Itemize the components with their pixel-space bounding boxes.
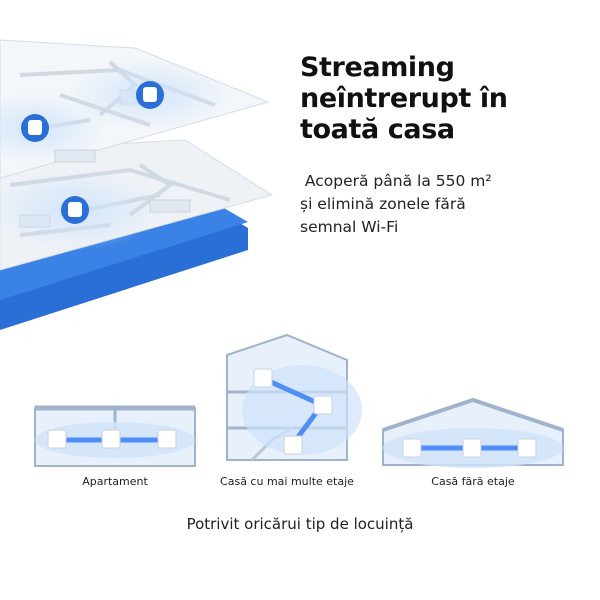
multi-floor-illustration xyxy=(226,333,362,462)
subtext-line: semnal Wi-Fi xyxy=(300,218,399,236)
mesh-unit-icon xyxy=(47,429,67,449)
subtext-line: și elimină zonele fără xyxy=(300,195,466,213)
subtext-line: Acoperă până la 550 m² xyxy=(300,172,492,190)
single-floor-panel: Casă fără etaje xyxy=(378,330,568,490)
mesh-unit-icon xyxy=(157,429,177,449)
headline: Streaming neîntrerupt în toată casa xyxy=(300,52,590,145)
mesh-unit-icon xyxy=(402,438,422,458)
apartment-illustration xyxy=(34,405,196,467)
mesh-unit-icon xyxy=(313,395,333,415)
hero-floorplan-illustration xyxy=(0,0,290,330)
footer-caption: Potrivit oricărui tip de locuință xyxy=(186,515,414,533)
mesh-unit-icon xyxy=(61,196,89,224)
house-type-label: Apartament xyxy=(82,475,148,488)
headline-line: toată casa xyxy=(300,114,455,145)
headline-line: neîntrerupt în xyxy=(300,83,508,114)
coverage-description: Acoperă până la 550 m² și elimină zonele… xyxy=(300,170,590,239)
headline-line: Streaming xyxy=(300,52,455,83)
mesh-unit-icon xyxy=(462,438,482,458)
mesh-unit-icon xyxy=(283,435,303,455)
multi-floor-panel: Casă cu mai multe etaje xyxy=(212,330,362,490)
mesh-unit-icon xyxy=(253,368,273,388)
floorplan-svg xyxy=(0,39,274,330)
mesh-unit-icon xyxy=(21,114,49,142)
house-type-label: Casă cu mai multe etaje xyxy=(220,475,354,488)
house-type-label: Casă fără etaje xyxy=(431,475,515,488)
mesh-unit-icon xyxy=(517,438,537,458)
mesh-unit-icon xyxy=(136,81,164,109)
apartment-panel: Apartament xyxy=(30,330,200,490)
single-floor-illustration xyxy=(382,397,564,468)
mesh-unit-icon xyxy=(101,429,121,449)
